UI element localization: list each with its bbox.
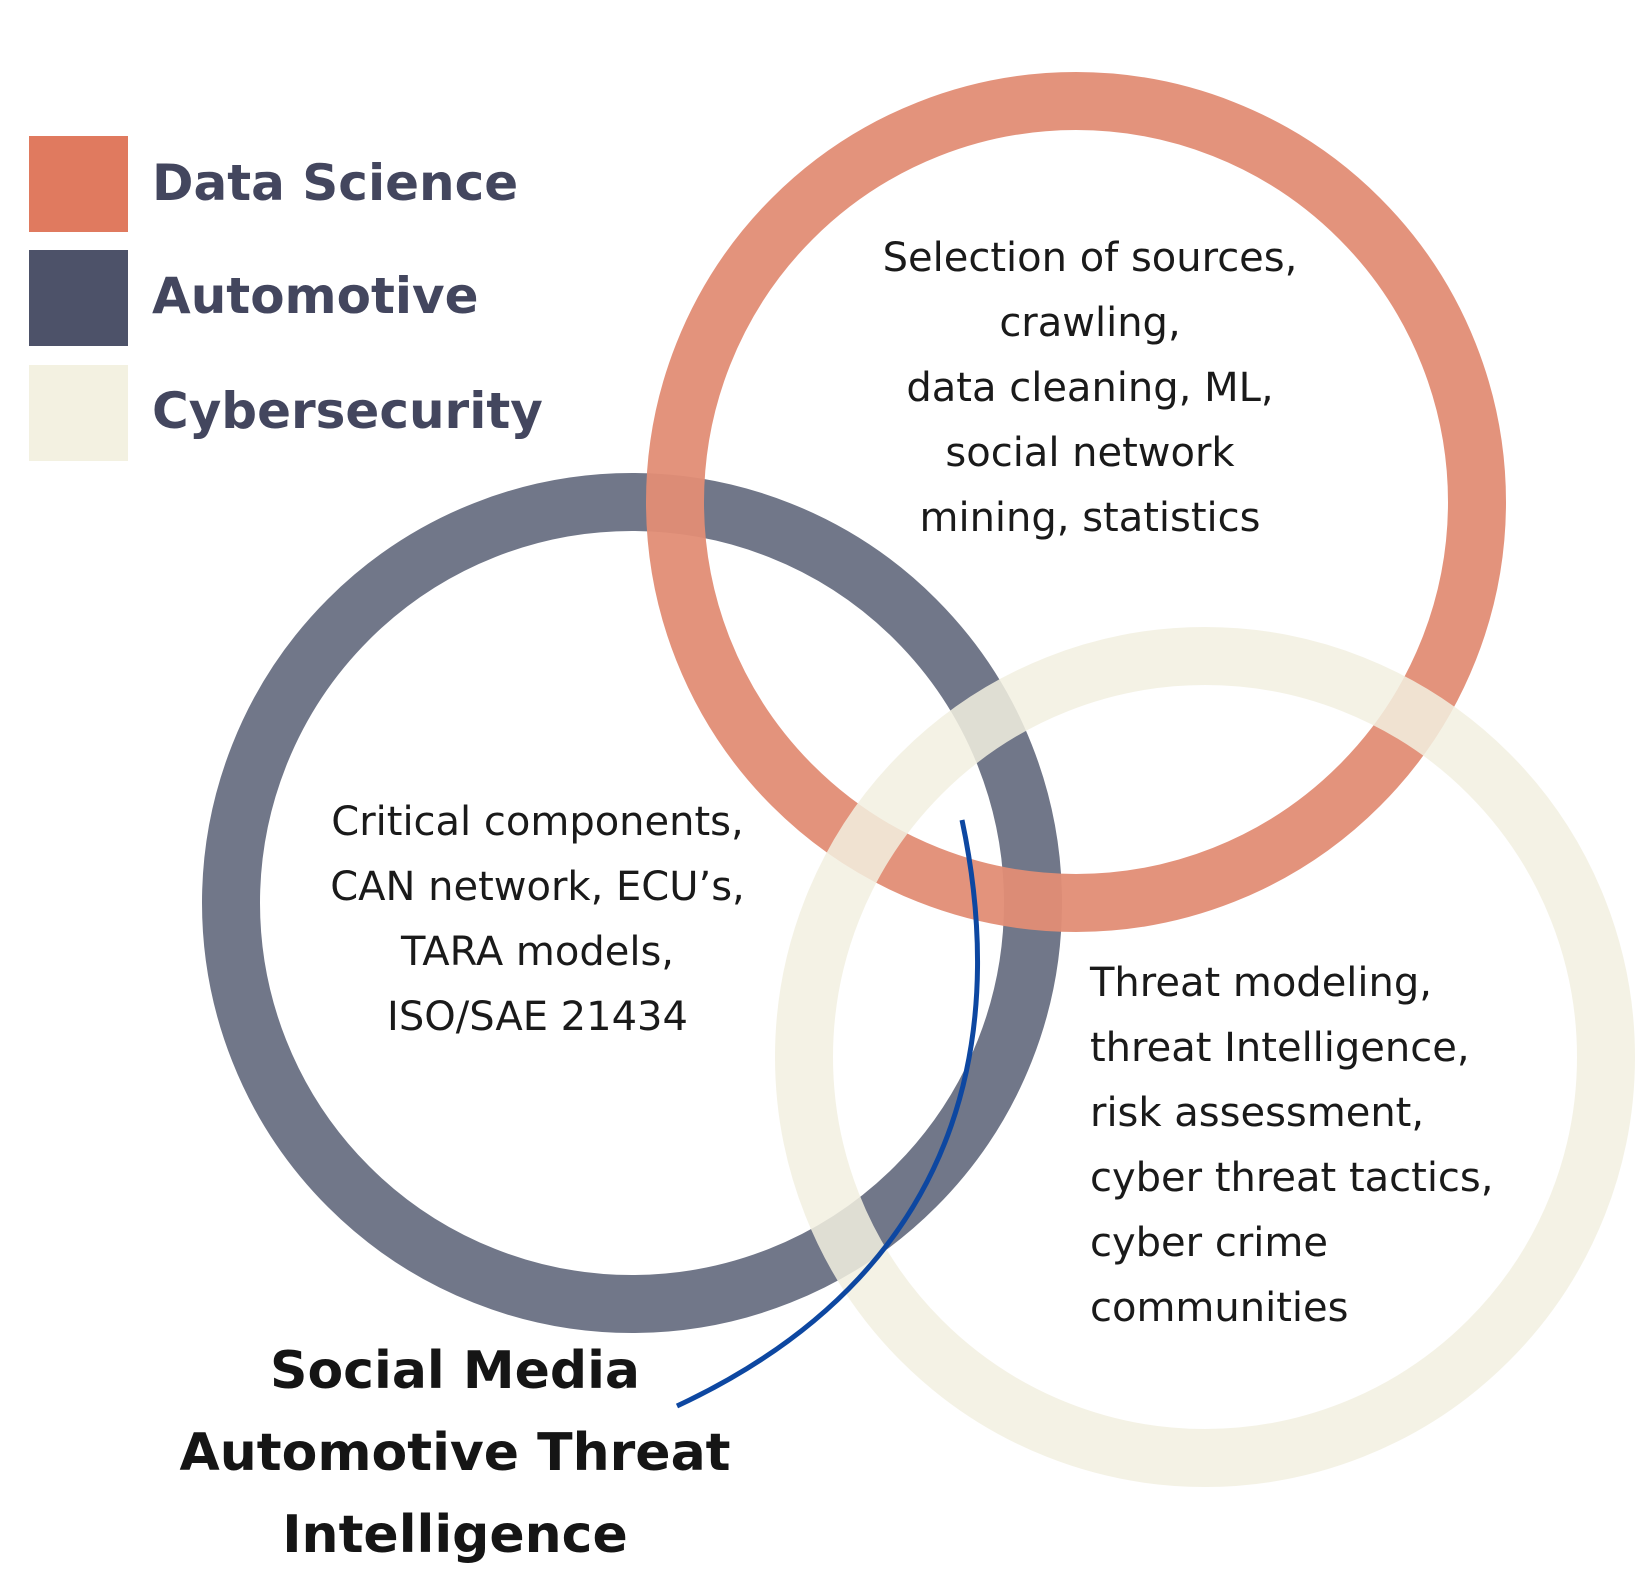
cybersecurity-line: cyber crime xyxy=(1090,1220,1328,1266)
data-science-text: Selection of sources, crawling, data cle… xyxy=(810,226,1370,551)
legend-swatch-automotive xyxy=(29,250,128,346)
data-science-line: data cleaning, ML, xyxy=(906,365,1274,411)
title-line: Automotive Threat xyxy=(179,1423,731,1483)
cybersecurity-line: Threat modeling, xyxy=(1090,960,1432,1006)
title-line: Intelligence xyxy=(282,1505,628,1565)
cybersecurity-line: threat Intelligence, xyxy=(1090,1025,1470,1071)
data-science-line: Selection of sources, xyxy=(882,235,1298,281)
automotive-line: Critical components, xyxy=(331,799,744,845)
data-science-line: crawling, xyxy=(999,300,1181,346)
cybersecurity-line: communities xyxy=(1090,1285,1349,1331)
legend-swatch-cybersecurity xyxy=(29,365,128,461)
cybersecurity-text: Threat modeling, threat Intelligence, ri… xyxy=(1090,951,1610,1341)
cybersecurity-line: cyber threat tactics, xyxy=(1090,1155,1494,1201)
automotive-line: ISO/SAE 21434 xyxy=(387,994,688,1040)
automotive-text: Critical components, CAN network, ECU’s,… xyxy=(280,790,795,1050)
diagram-title: Social Media Automotive Threat Intellige… xyxy=(150,1330,760,1576)
cybersecurity-line: risk assessment, xyxy=(1090,1090,1425,1136)
title-line: Social Media xyxy=(270,1341,640,1401)
legend-label-data-science: Data Science xyxy=(152,154,519,212)
data-science-line: social network xyxy=(945,430,1235,476)
cybersecurity-ring xyxy=(775,627,1635,1487)
automotive-line: CAN network, ECU’s, xyxy=(330,864,745,910)
legend-swatch-data-science xyxy=(29,136,128,232)
automotive-line: TARA models, xyxy=(400,929,675,975)
data-science-line: mining, statistics xyxy=(919,495,1261,541)
legend-label-cybersecurity: Cybersecurity xyxy=(152,382,543,440)
data-science-ring xyxy=(646,72,1506,932)
connector-line xyxy=(675,819,981,1409)
legend-label-automotive: Automotive xyxy=(152,267,479,325)
